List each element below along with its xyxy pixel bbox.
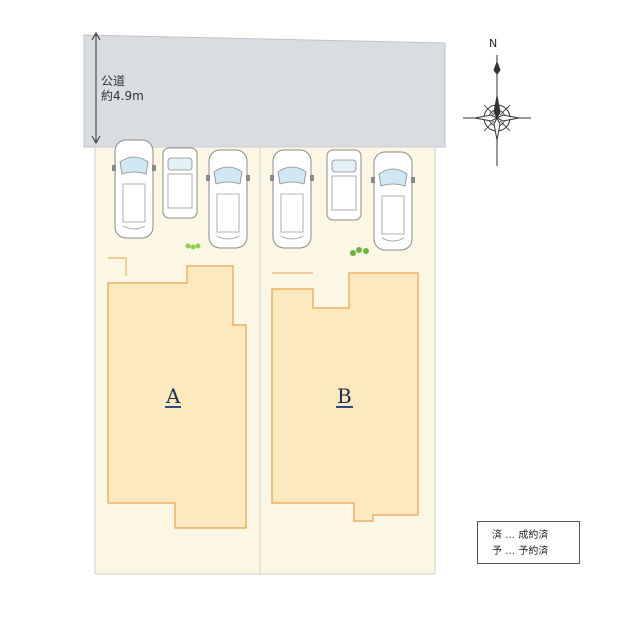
parking-car-a3 [205, 149, 251, 249]
parking-car-a2 [162, 147, 198, 219]
building-a [107, 265, 247, 529]
parking-car-b3 [370, 151, 416, 251]
parking-car-b2 [326, 149, 362, 221]
legend-row-reserved: 予 … 予約済 [492, 546, 549, 557]
lot-b-label[interactable]: B [336, 384, 353, 408]
status-legend: 済 … 成約済 予 … 予約済 [477, 521, 580, 564]
road-label: 公道 約4.9m [101, 74, 144, 104]
road-label-type: 公道 [101, 74, 126, 88]
shrub-b [350, 247, 369, 256]
compass-north-label: N [489, 37, 498, 50]
parking-car-b1 [269, 149, 315, 249]
shrub-a [185, 243, 201, 250]
parking-car-a1 [111, 139, 157, 239]
legend-row-sold: 済 … 成約済 [492, 530, 549, 541]
lot-a-label[interactable]: A [165, 384, 182, 408]
entrance-a [108, 257, 127, 276]
building-b [271, 272, 419, 522]
road-width-arrow [91, 31, 101, 145]
road-label-width: 約4.9m [101, 89, 144, 103]
compass-icon [463, 55, 531, 166]
public-road [83, 34, 446, 148]
